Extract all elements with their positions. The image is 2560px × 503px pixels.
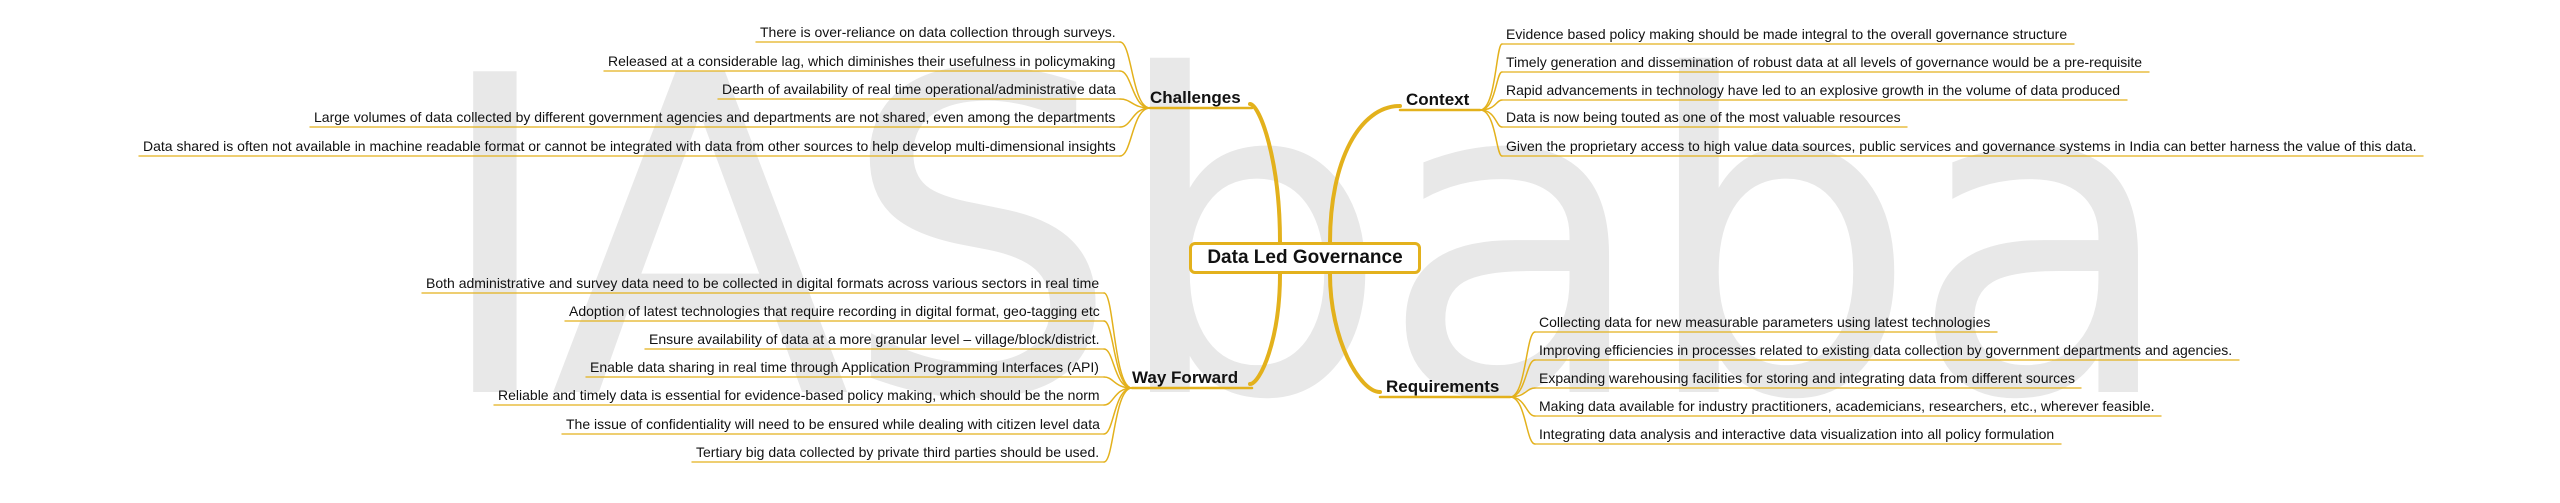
way-forward-item-connector (1103, 292, 1133, 389)
way-forward-item: Both administrative and survey data need… (426, 275, 1100, 291)
watermark: IASbaba (430, 0, 2178, 496)
context-item-connector (1479, 109, 1503, 157)
way-forward-item-connector (1103, 387, 1133, 463)
connector-way-forward (1248, 272, 1282, 386)
context-item: Evidence based policy making should be m… (1506, 26, 2068, 42)
requirements-item: Collecting data for new measurable param… (1539, 314, 1991, 330)
context-item: Rapid advancements in technology have le… (1506, 82, 2121, 98)
way-forward-item-connector (1103, 348, 1133, 389)
requirements-item: Improving efficiencies in processes rela… (1539, 342, 2233, 358)
connector-challenges (1248, 102, 1282, 244)
central-topic: Data Led Governance (1189, 242, 1421, 274)
challenges-item-connector (1119, 70, 1151, 109)
challenges-item: Dearth of availability of real time oper… (722, 81, 1116, 97)
branch-challenges: Challenges (1150, 88, 1241, 107)
way-forward-item: The issue of confidentiality will need t… (566, 416, 1100, 432)
requirements-item: Integrating data analysis and interactiv… (1539, 426, 2055, 442)
branch-context: Context (1406, 90, 1470, 109)
branch-way-forward: Way Forward (1132, 368, 1239, 387)
connector-requirements (1328, 272, 1382, 394)
challenges-item: Data shared is often not available in ma… (143, 138, 1116, 154)
way-forward-item: Adoption of latest technologies that req… (569, 303, 1100, 319)
context-item: Given the proprietary access to high val… (1506, 138, 2417, 154)
way-forward-item: Reliable and timely data is essential fo… (498, 387, 1100, 403)
challenges-item-connector (1119, 41, 1151, 109)
context-item-connector (1479, 109, 1503, 128)
requirements-item: Expanding warehousing facilities for sto… (1539, 370, 2075, 386)
way-forward-item: Ensure availability of data at a more gr… (649, 331, 1100, 347)
challenges-item-connector (1119, 107, 1151, 157)
requirements-item-connector (1509, 359, 1536, 398)
context-item: Data is now being touted as one of the m… (1506, 109, 1901, 125)
challenges-item: Released at a considerable lag, which di… (608, 53, 1116, 69)
challenges-item: Large volumes of data collected by diffe… (314, 109, 1116, 125)
connector-context (1328, 104, 1402, 244)
branch-requirements: Requirements (1386, 377, 1500, 396)
context-item-connector (1479, 71, 1503, 111)
context-item: Timely generation and dissemination of r… (1506, 54, 2143, 70)
requirements-item-connector (1509, 331, 1536, 398)
requirements-item: Making data available for industry pract… (1539, 398, 2155, 414)
way-forward-item: Tertiary big data collected by private t… (696, 444, 1100, 460)
challenges-item: There is over-reliance on data collectio… (760, 24, 1116, 40)
requirements-item-connector (1509, 396, 1536, 445)
way-forward-item: Enable data sharing in real time through… (590, 359, 1099, 375)
